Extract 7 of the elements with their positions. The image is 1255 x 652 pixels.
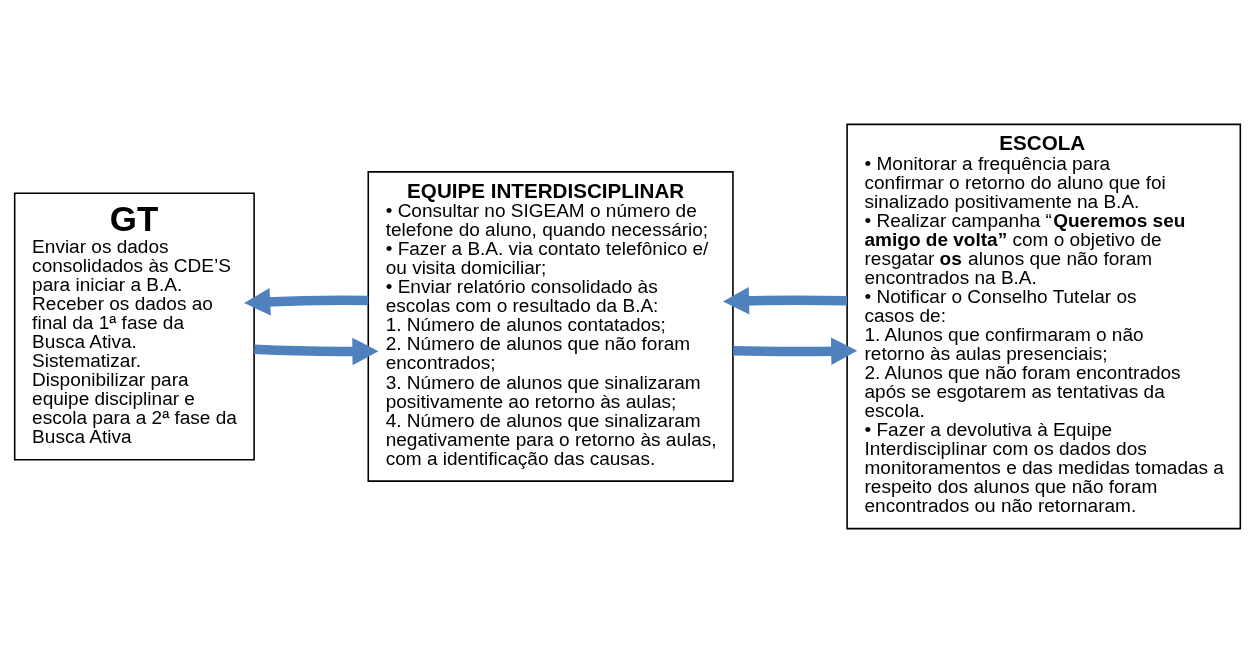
node-box: GT Enviar os dados consolidados às CDE’S para iniciar a B.A. Receber os dados ao final da 1ª fase da Busca Ativa. Sistematizar. Disponibilizar para equipe disciplinar e escola para a 2ª fase da Busca Ativa [13, 192, 255, 460]
arrow [244, 287, 369, 315]
arrow [733, 337, 858, 365]
arrow [723, 286, 848, 314]
node-box: ESCOLA • Monitorar a frequência para confirmar o retorno do aluno que foi sinalizado positivamente na B.A. • Realizar campanha “Queremos seu amigo de volta” com o objetivo de resgatar os alunos que não foram encontrados na B.A. • Notificar o Conselho Tutelar os casos de: 1. Alunos que confirmaram o não retorno às aulas presenciais; 2. Alunos que não foram encontrados após se esgotarem as tentativas da escola. • Fazer a devolutiva à Equipe Interdisciplinar com os dados dos monitoramentos e das medidas tomadas a respeito dos alunos que não foram encontrados ou não retornaram. [846, 123, 1242, 529]
arrow [254, 337, 379, 365]
node-box: EQUIPE INTERDISCIPLINAR • Consultar no SIGEAM o número de telefone do aluno, quando necessário; • Fazer a B.A. via contato telefônico e/ ou visita domiciliar; • Enviar relatório consolidado às escolas com o resultado da B.A: 1. Número de alunos contatados; 2. Número de alunos que não foram encontrados; 3. Número de alunos que sinalizaram positivamente ao retorno às aulas; 4. Número de alunos que sinalizaram negativamente para o retorno às aulas, com a identificação das causas. [367, 170, 734, 482]
